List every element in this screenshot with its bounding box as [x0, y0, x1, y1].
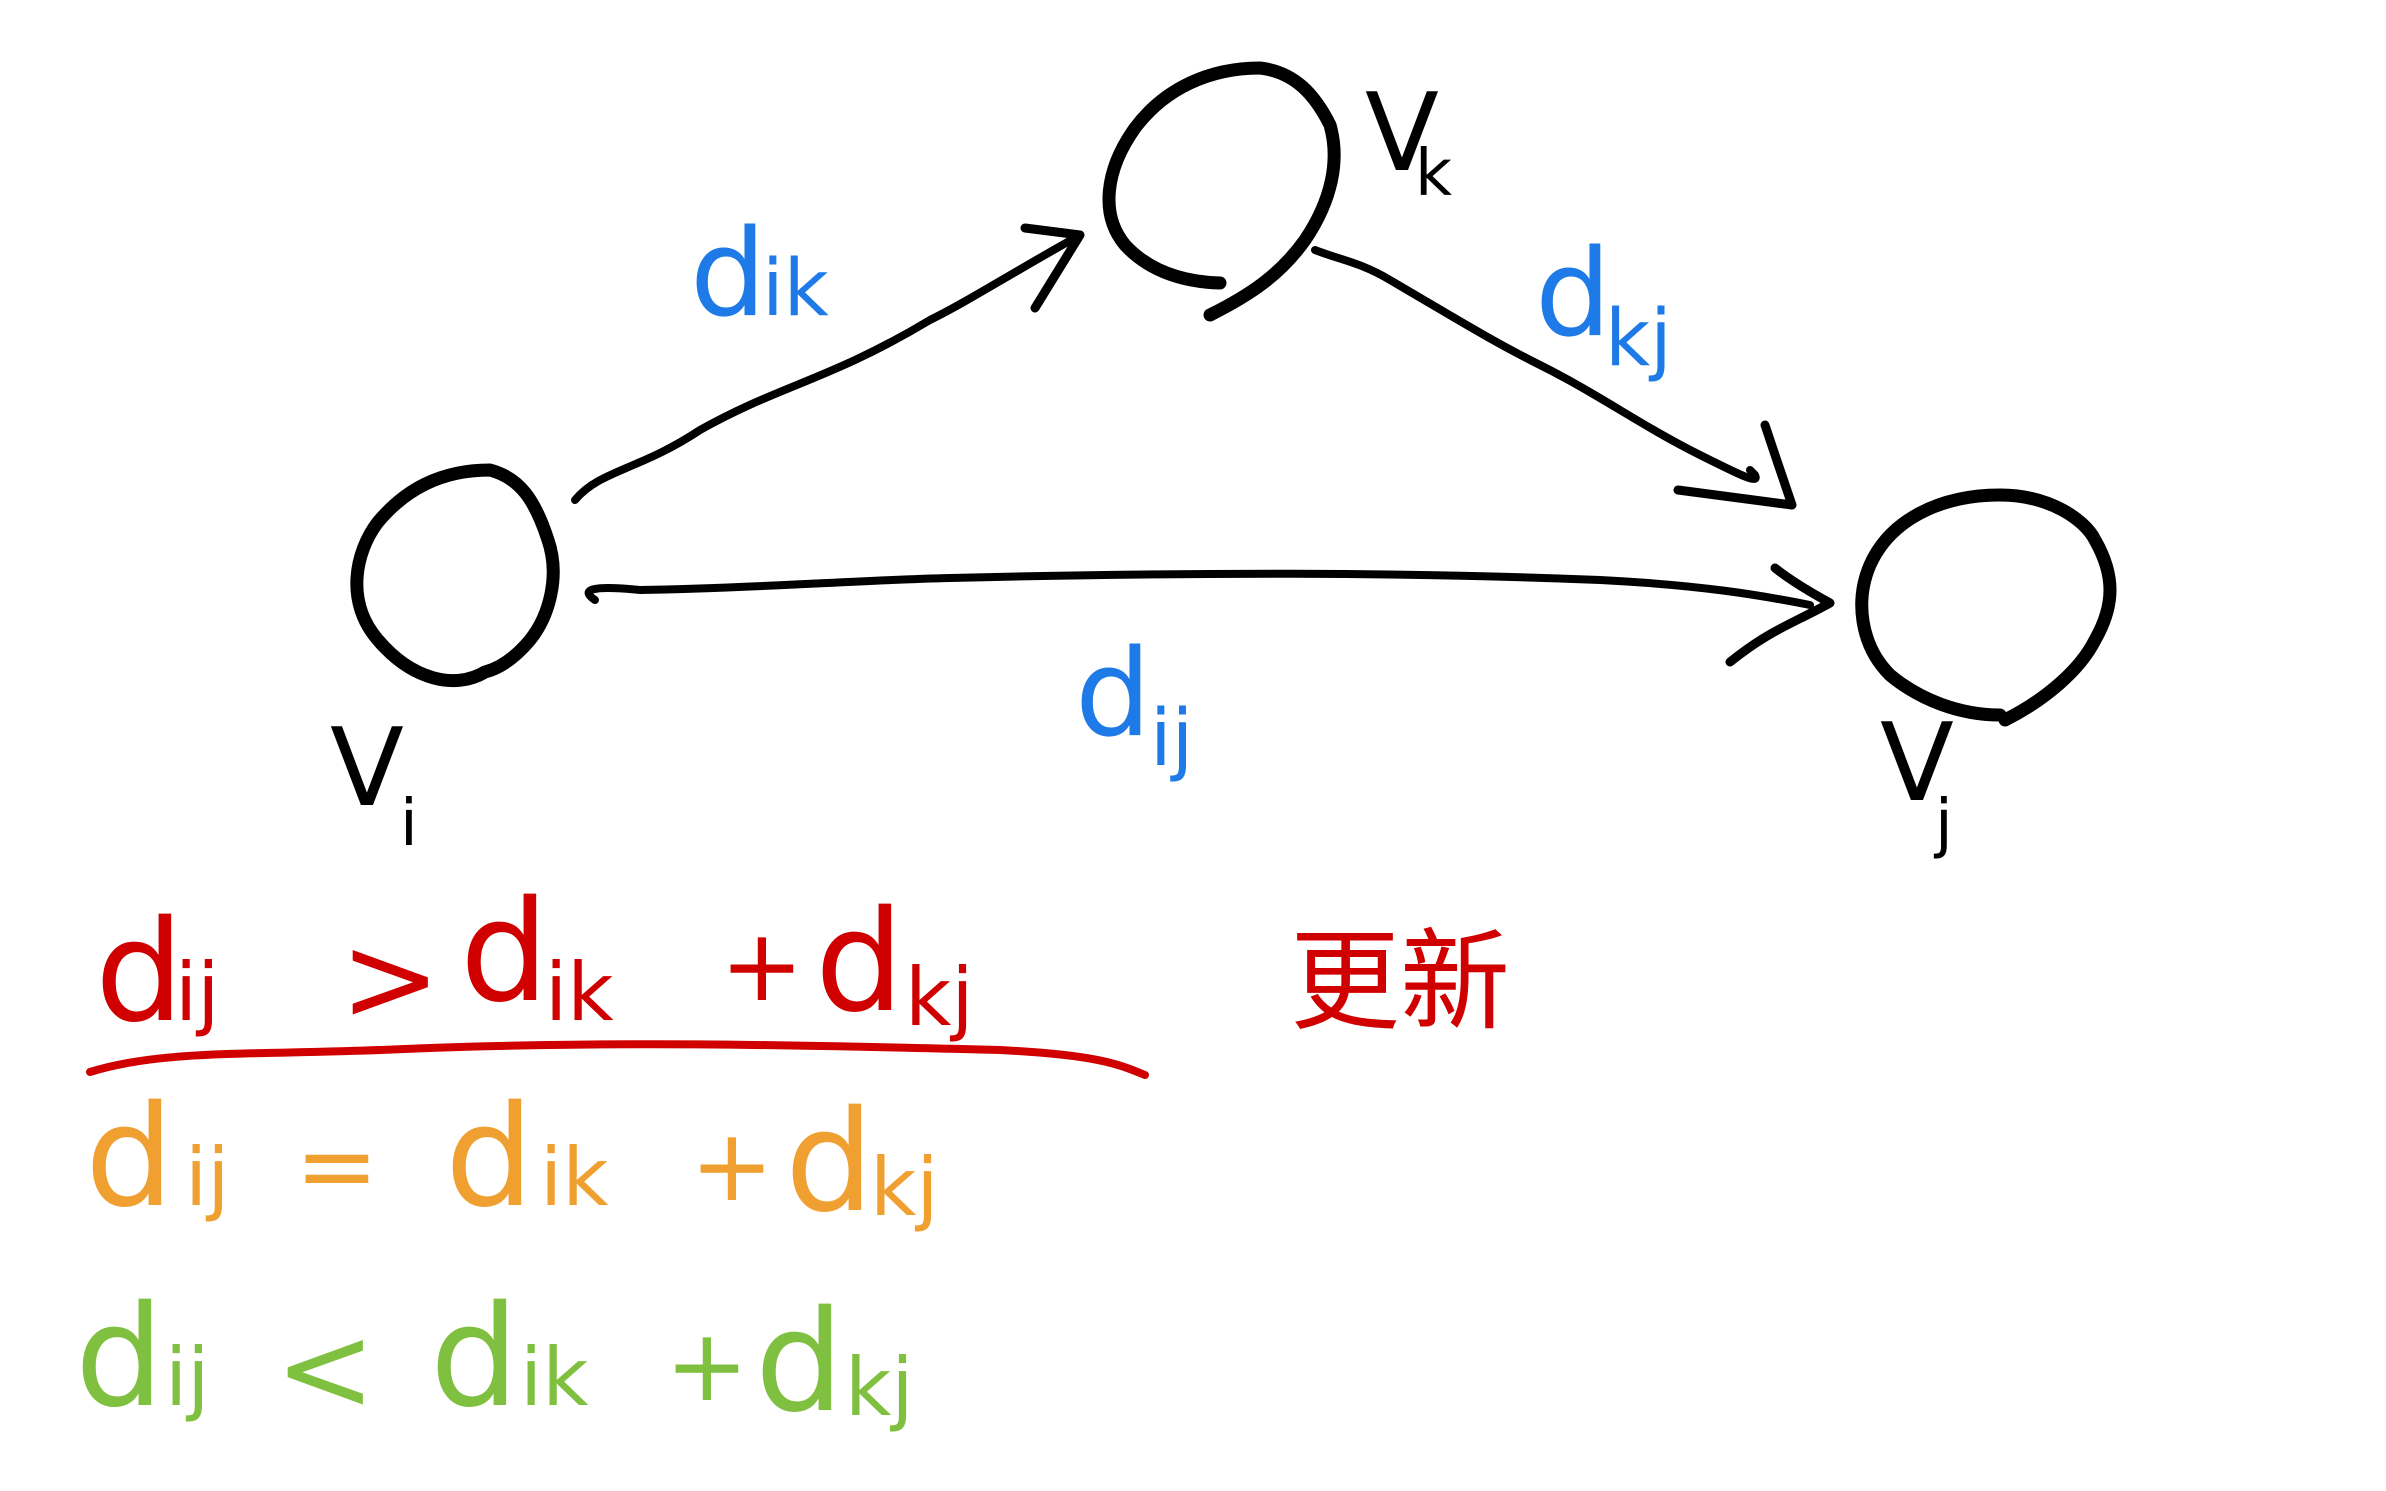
node-vj-sub: j — [1933, 787, 1953, 861]
edge-ik-label: d — [690, 205, 766, 344]
edge-ik: d ik — [571, 205, 1085, 504]
edge-kj-sub: kj — [1605, 294, 1672, 384]
less-t1: d — [430, 1276, 519, 1439]
edge-ik-arrowhead — [1020, 223, 1085, 313]
equal-t1-sub: ik — [540, 1131, 609, 1224]
edge-ij: d ij — [584, 563, 1835, 784]
equal-t2: d — [785, 1081, 874, 1244]
equal-lhs-sub: ij — [185, 1131, 229, 1224]
node-vi: V i — [330, 463, 560, 861]
node-vj-label: V — [1880, 701, 1954, 826]
equal-op: = — [295, 1107, 379, 1224]
less-t2-sub: kj — [845, 1341, 914, 1434]
relax-op: > — [340, 910, 441, 1049]
relax-underline — [86, 1040, 1149, 1079]
node-vk: V k — [1102, 61, 1452, 322]
edge-kj: d kj — [1311, 225, 1797, 510]
relax-plus: + — [720, 907, 804, 1024]
edge-kj-arrowhead — [1673, 420, 1797, 510]
less-plus: + — [665, 1307, 749, 1424]
edge-ij-label: d — [1075, 625, 1151, 764]
node-vi-label: V — [330, 706, 404, 831]
relax-lhs: d — [95, 891, 184, 1054]
node-vk-label: V — [1365, 71, 1439, 196]
node-vk-sub: k — [1415, 137, 1452, 211]
edge-ij-arrowhead — [1725, 563, 1835, 667]
less-op: < — [275, 1300, 376, 1439]
edge-kj-label: d — [1535, 225, 1611, 364]
less-lhs-sub: ij — [165, 1331, 209, 1424]
less-t1-sub: ik — [520, 1331, 589, 1424]
edge-ij-sub: ij — [1150, 694, 1193, 784]
relax-t1: d — [460, 871, 549, 1034]
node-vj-circle — [1855, 488, 2117, 727]
edge-ik-line — [571, 231, 1084, 504]
node-vj: V j — [1855, 488, 2117, 861]
condition-equal: d ij = d ik + d kj — [85, 1076, 939, 1244]
equal-plus: + — [690, 1107, 774, 1224]
edge-kj-line — [1311, 246, 1760, 483]
relax-t1-sub: ik — [545, 946, 614, 1039]
equal-t1: d — [445, 1076, 534, 1239]
node-vk-circle — [1102, 61, 1341, 322]
equal-t2-sub: kj — [870, 1141, 939, 1234]
less-t2: d — [755, 1281, 844, 1444]
condition-relax: d ij > d ik + d kj 更新 — [86, 871, 1510, 1079]
relax-t2: d — [815, 881, 904, 1044]
node-vi-sub: i — [400, 787, 418, 861]
node-vi-circle — [350, 463, 560, 688]
condition-less: d ij < d ik + d kj — [75, 1276, 914, 1444]
relax-note: 更新 — [1290, 918, 1510, 1046]
edge-ik-sub: ik — [762, 244, 829, 334]
less-lhs: d — [75, 1276, 164, 1439]
relax-lhs-sub: ij — [175, 946, 219, 1039]
edge-ij-line — [584, 569, 1814, 609]
equal-lhs: d — [85, 1076, 174, 1239]
relax-t2-sub: kj — [905, 951, 974, 1044]
